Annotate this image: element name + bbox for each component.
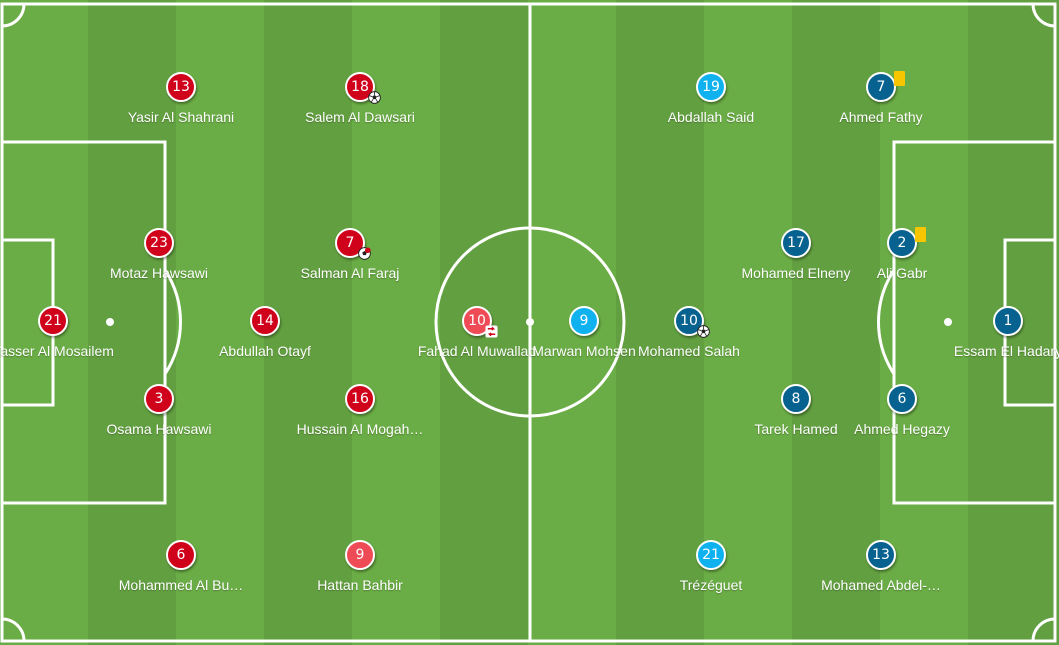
yellow-card-icon <box>915 227 926 242</box>
player-name: Tarek Hamed <box>754 421 838 437</box>
player-name: Abdullah Otayf <box>219 343 311 359</box>
player-number-badge: 6 <box>887 384 917 414</box>
player-name: Trézéguet <box>679 577 743 593</box>
player-number-badge: 9 <box>345 540 375 570</box>
player-number-badge: 14 <box>250 306 280 336</box>
player-away-21[interactable]: 21 Trézéguet <box>631 540 791 593</box>
yellow-card-icon <box>894 71 905 86</box>
player-name: Ali Gabr <box>876 265 928 281</box>
substitution-icon <box>485 325 498 338</box>
ball-icon <box>697 325 710 338</box>
player-number-badge: 16 <box>345 384 375 414</box>
player-number-badge: 17 <box>781 228 811 258</box>
player-name: Hattan Bahbir <box>317 577 403 593</box>
player-home-3[interactable]: 3 Osama Hawsawi <box>79 384 239 437</box>
player-away-7[interactable]: 7 Ahmed Fathy <box>801 71 961 125</box>
player-home-13[interactable]: 13 Yasir Al Shahrani <box>101 72 261 125</box>
player-number-badge: 18 <box>345 72 381 104</box>
player-name: Hussain Al Mogah… <box>296 421 424 437</box>
player-number-badge: 21 <box>38 306 68 336</box>
player-home-7[interactable]: 7 Salman Al Faraj <box>270 228 430 281</box>
player-number-badge: 9 <box>569 306 599 336</box>
player-away-17[interactable]: 17 Mohamed Elneny <box>716 228 876 281</box>
player-number-badge: 21 <box>696 540 726 570</box>
player-name: Yasser Al Mosailem <box>0 343 114 359</box>
player-name: Salman Al Faraj <box>300 265 400 281</box>
player-home-21[interactable]: 21 Yasser Al Mosailem <box>0 306 133 359</box>
player-away-1[interactable]: 1 Essam El Hadary <box>928 306 1059 359</box>
player-name: Mohamed Salah <box>638 343 740 359</box>
player-name: Mohammed Al Bu… <box>118 577 244 593</box>
player-away-2[interactable]: 2 Ali Gabr <box>822 227 982 281</box>
player-number-badge: 8 <box>781 384 811 414</box>
player-away-10[interactable]: 10 Mohamed Salah <box>609 306 769 359</box>
player-home-9[interactable]: 9 Hattan Bahbir <box>280 540 440 593</box>
player-away-9[interactable]: 9 Marwan Mohsen <box>504 306 664 359</box>
player-number-badge: 13 <box>866 540 896 570</box>
player-number-badge: 10 <box>674 306 710 338</box>
player-name: Motaz Hawsawi <box>109 265 209 281</box>
player-name: Essam El Hadary <box>953 343 1059 359</box>
player-name: Abdallah Said <box>667 109 755 125</box>
player-name: Osama Hawsawi <box>106 421 212 437</box>
player-home-10[interactable]: 10 Fahad Al Muwallad <box>397 306 557 359</box>
player-number-badge: 7 <box>335 228 371 260</box>
player-home-14[interactable]: 14 Abdullah Otayf <box>185 306 345 359</box>
player-away-8[interactable]: 8 Tarek Hamed <box>716 384 876 437</box>
player-name: Ahmed Hegazy <box>854 421 950 437</box>
player-name: Mohamed Elneny <box>741 265 851 281</box>
player-number-badge: 13 <box>166 72 196 102</box>
player-name: Marwan Mohsen <box>532 343 636 359</box>
player-home-18[interactable]: 18 Salem Al Dawsari <box>280 72 440 125</box>
player-name: Salem Al Dawsari <box>305 109 415 125</box>
player-home-23[interactable]: 23 Motaz Hawsawi <box>79 228 239 281</box>
player-away-13[interactable]: 13 Mohamed Abdel-… <box>801 540 961 593</box>
player-name: Mohamed Abdel-… <box>821 577 941 593</box>
player-away-6[interactable]: 6 Ahmed Hegazy <box>822 384 982 437</box>
player-number-badge: 7 <box>866 71 905 102</box>
penalty-ball-icon <box>358 247 371 260</box>
player-number-badge: 23 <box>144 228 174 258</box>
player-number-badge: 10 <box>462 306 498 338</box>
player-number-badge: 1 <box>993 306 1023 336</box>
player-home-16[interactable]: 16 Hussain Al Mogah… <box>280 384 440 437</box>
player-name: Ahmed Fathy <box>839 109 923 125</box>
player-number-badge: 6 <box>166 540 196 570</box>
player-home-6[interactable]: 6 Mohammed Al Bu… <box>101 540 261 593</box>
player-name: Yasir Al Shahrani <box>127 109 235 125</box>
player-away-19[interactable]: 19 Abdallah Said <box>631 72 791 125</box>
ball-icon <box>368 91 381 104</box>
player-number-badge: 2 <box>887 227 926 258</box>
player-number-badge: 3 <box>144 384 174 414</box>
player-number-badge: 19 <box>696 72 726 102</box>
player-name: Fahad Al Muwallad <box>417 343 537 359</box>
